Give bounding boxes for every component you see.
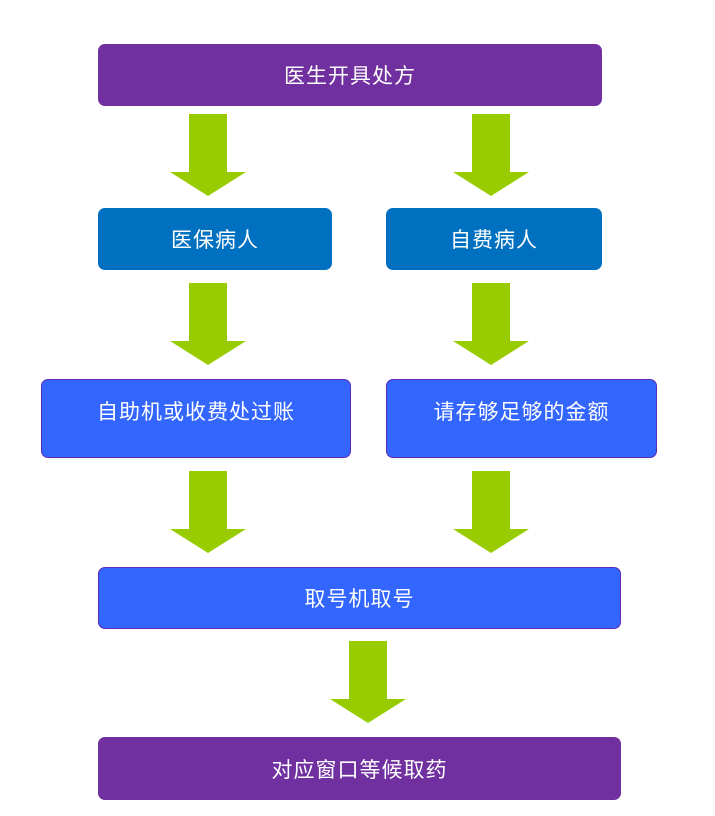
arrow-down-left-2: [170, 283, 246, 365]
end-node: 对应窗口等候取药: [98, 737, 621, 800]
self-service-label: 自助机或收费处过账: [97, 400, 295, 424]
start-node-label: 医生开具处方: [284, 64, 416, 88]
start-node: 医生开具处方: [98, 44, 602, 106]
arrow-down-right-2: [453, 283, 529, 365]
insured-patient-label: 医保病人: [171, 228, 259, 252]
arrow-down-left-3: [170, 471, 246, 553]
arrow-down-left-1: [170, 114, 246, 196]
arrow-down-center: [330, 641, 406, 723]
insured-patient-node: 医保病人: [98, 208, 332, 270]
self-pay-patient-label: 自费病人: [450, 228, 538, 252]
deposit-label: 请存够足够的金额: [433, 400, 610, 424]
arrow-down-right-1: [453, 114, 529, 196]
ticket-node: 取号机取号: [98, 567, 621, 629]
deposit-node: 请存够足够的金额: [386, 379, 657, 458]
self-pay-patient-node: 自费病人: [386, 208, 602, 270]
self-service-node: 自助机或收费处过账: [41, 379, 351, 458]
arrow-down-right-3: [453, 471, 529, 553]
ticket-label: 取号机取号: [304, 587, 415, 611]
end-node-label: 对应窗口等候取药: [271, 757, 448, 782]
